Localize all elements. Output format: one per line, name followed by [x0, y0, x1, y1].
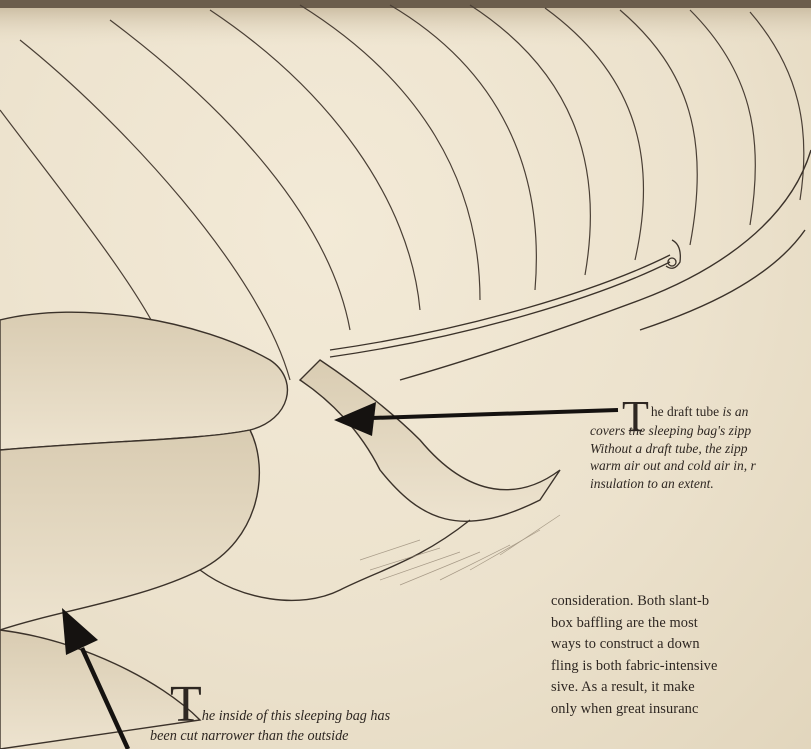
- caption-line: Without a draft tube, the zipp: [590, 440, 811, 458]
- body-text-column: consideration. Both slant-b box baffling…: [551, 591, 811, 720]
- body-line: fling is both fabric-intensive: [551, 656, 811, 678]
- caption-line: been cut narrower than the outside: [150, 727, 530, 745]
- top-shadow-band: [0, 0, 811, 8]
- caption-line: he inside of this sleeping bag has: [170, 683, 530, 725]
- body-line: sive. As a result, it make: [551, 677, 811, 699]
- zipper: [330, 240, 680, 357]
- body-line: ways to construct a down: [551, 634, 811, 656]
- caption-lead: he draft tube: [651, 404, 719, 419]
- body-line: consideration. Both slant-b: [551, 591, 811, 613]
- drop-cap: T: [170, 683, 202, 727]
- body-line: only when great insuranc: [551, 699, 811, 721]
- bag-outline: [400, 150, 811, 380]
- caption-line: covers the sleeping bag's zipp: [590, 422, 811, 440]
- draft-tube-caption-lines: covers the sleeping bag's zipp Without a…: [590, 422, 811, 492]
- inside-bag-caption: T he inside of this sleeping bag has bee…: [170, 683, 530, 745]
- caption-lead-rest: is an: [719, 404, 748, 419]
- caption-line: warm air out and cold air in, r: [590, 457, 811, 475]
- body-line: box baffling are the most: [551, 613, 811, 635]
- hatch-shading: [360, 515, 560, 585]
- caption-line: insulation to an extent.: [590, 475, 811, 493]
